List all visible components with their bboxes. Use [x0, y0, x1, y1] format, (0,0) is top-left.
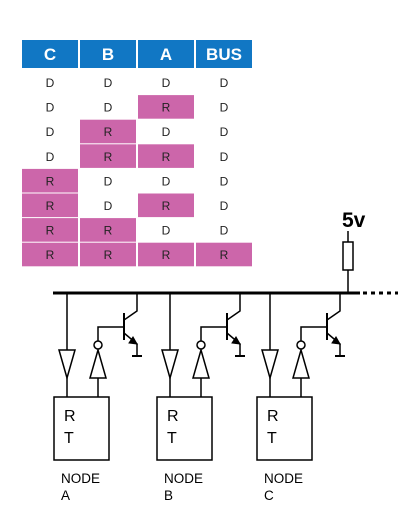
table-cell: R [162, 101, 171, 115]
inverter-bubble-icon [93, 340, 103, 350]
table-header-label: C [44, 45, 56, 64]
transmitter-buffer-icon [89, 347, 107, 379]
node-circuit: RT NODE B [156, 293, 245, 503]
rx-pin-label: R [267, 408, 279, 425]
recessive-cell-highlight [22, 193, 78, 218]
table-cell: D [220, 224, 229, 238]
table-cell: R [46, 199, 55, 213]
node-id-label: A [61, 488, 70, 503]
recessive-cell-highlight [138, 144, 194, 168]
base-drive-wire [300, 326, 326, 341]
pullup-resistor [342, 241, 354, 271]
tx-pin-label: T [267, 430, 277, 447]
recessive-cell-highlight [22, 168, 78, 193]
inverter-bubble-icon [196, 340, 206, 350]
table-cell: D [104, 199, 113, 213]
table-cell: D [46, 101, 55, 115]
base-drive-wire [200, 326, 226, 341]
recessive-cell-highlight [80, 144, 136, 168]
table-cell: R [104, 150, 113, 164]
table-cell: R [104, 125, 113, 139]
table-header-label: A [160, 45, 172, 64]
node-circuit: RT NODE A [53, 293, 142, 503]
table-cell: D [104, 76, 113, 90]
table-cell: D [46, 76, 55, 90]
tx-pin-label: T [167, 430, 177, 447]
emitter-arrow-icon [231, 336, 241, 345]
table-cell: R [104, 224, 113, 238]
table-cell: D [220, 101, 229, 115]
node-circuit: RT NODE C [256, 293, 345, 503]
receiver-buffer-icon [261, 349, 279, 381]
table-cell: D [220, 150, 229, 164]
node-label: NODE [164, 471, 203, 486]
table-cell: R [220, 248, 229, 262]
node-id-label: B [164, 488, 173, 503]
receiver-buffer-icon [161, 349, 179, 381]
transistor-emitter [123, 332, 138, 356]
table-cell: R [162, 199, 171, 213]
table-cell: R [162, 248, 171, 262]
table-cell: D [46, 125, 55, 139]
table-header-label: B [102, 45, 114, 64]
supply-voltage-label: 5v [342, 209, 366, 232]
table-cell: R [46, 224, 55, 238]
controller-box [53, 396, 110, 461]
table-cell: D [220, 76, 229, 90]
base-drive-wire [97, 326, 123, 341]
transmitter-buffer-icon [292, 347, 310, 379]
controller-box [256, 396, 313, 461]
recessive-cell-highlight [80, 242, 136, 267]
table-header-cell [80, 40, 136, 68]
recessive-cell-highlight [22, 242, 78, 267]
table-cell: R [46, 174, 55, 188]
tx-pin-label: T [64, 430, 74, 447]
table-cell: D [46, 150, 55, 164]
transistor-emitter [226, 332, 241, 356]
node-label: NODE [61, 471, 100, 486]
table-cell: D [104, 101, 113, 115]
table-header-label: BUS [206, 45, 242, 64]
transistor-collector [226, 293, 241, 321]
recessive-cell-highlight [80, 218, 136, 242]
table-cell: D [162, 76, 171, 90]
receiver-buffer-icon [58, 349, 76, 381]
table-cell: D [220, 125, 229, 139]
emitter-arrow-icon [128, 336, 138, 345]
table-cell: D [220, 174, 229, 188]
recessive-cell-highlight [80, 119, 136, 144]
recessive-cell-highlight [138, 193, 194, 218]
rx-pin-label: R [167, 408, 179, 425]
table-cell: D [104, 174, 113, 188]
controller-box [156, 396, 213, 461]
table-cell: R [46, 248, 55, 262]
transistor-collector [123, 293, 138, 321]
transistor-emitter [326, 332, 341, 356]
recessive-cell-highlight [138, 95, 194, 119]
node-label: NODE [264, 471, 303, 486]
table-header-cell [196, 40, 252, 68]
transistor-collector [326, 293, 341, 321]
table-header-cell [22, 40, 78, 68]
rx-pin-label: R [64, 408, 76, 425]
recessive-cell-highlight [138, 242, 194, 267]
node-id-label: C [264, 488, 274, 503]
inverter-bubble-icon [296, 340, 306, 350]
table-cell: D [162, 224, 171, 238]
table-cell: R [104, 248, 113, 262]
transmitter-buffer-icon [192, 347, 210, 379]
table-cell: D [162, 125, 171, 139]
table-cell: R [162, 150, 171, 164]
recessive-cell-highlight [22, 218, 78, 242]
recessive-cell-highlight [196, 242, 252, 267]
table-cell: D [220, 199, 229, 213]
table-header-cell [138, 40, 194, 68]
emitter-arrow-icon [331, 336, 341, 345]
table-cell: D [162, 174, 171, 188]
